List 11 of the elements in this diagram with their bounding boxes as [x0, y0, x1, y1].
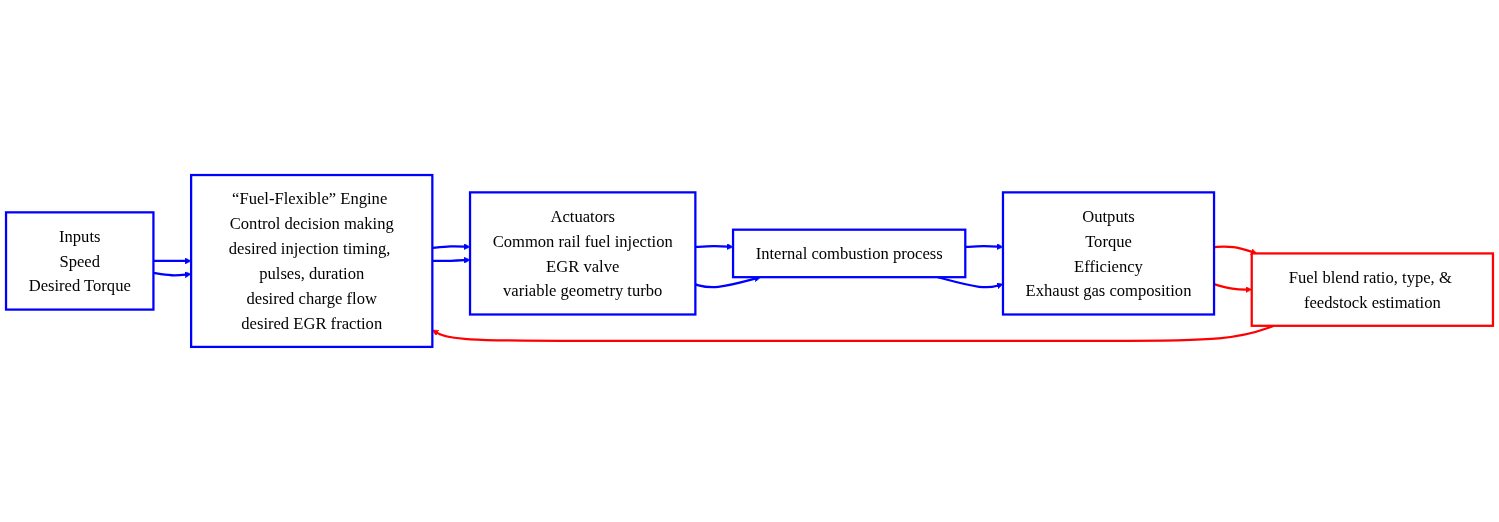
- node-box: Inputs Speed Desired Torque: [4, 211, 155, 311]
- node-box: Internal combustion process: [731, 228, 967, 279]
- node-box: Outputs Torque Efficiency Exhaust gas composition: [1001, 191, 1216, 316]
- node-box: Actuators Common rail fuel injection EGR valve variable geometry turbo: [468, 191, 697, 316]
- node-box: Fuel blend ratio, type, & feedstock estimation: [1250, 252, 1495, 327]
- arrow: [432, 243, 471, 250]
- arrow: [695, 243, 734, 250]
- arrow: [153, 271, 192, 278]
- node-box: “Fuel-Flexible” Engine Control decision making desired injection timing, pulses, duration desired charge flow desired EGR fraction: [190, 173, 434, 349]
- arrow: [432, 256, 471, 264]
- arrow: [153, 257, 192, 265]
